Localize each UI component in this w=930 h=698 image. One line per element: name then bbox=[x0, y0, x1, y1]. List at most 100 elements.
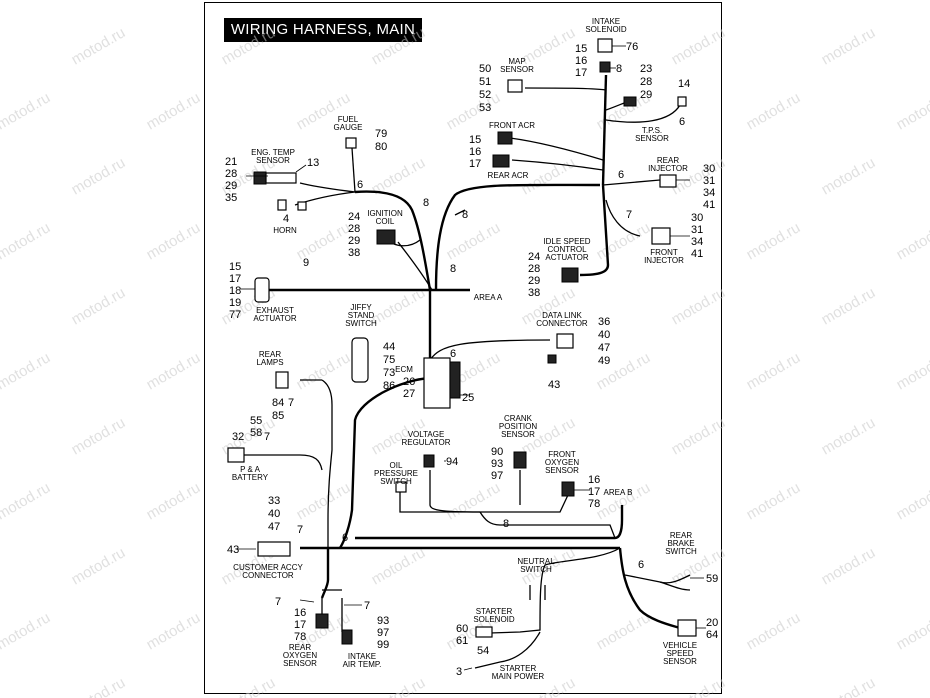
ignition-coil-connector bbox=[376, 229, 396, 245]
label-intake-air-2: AIR TEMP. bbox=[343, 660, 382, 669]
front-injector-connector bbox=[651, 227, 671, 245]
label-eng-temp-2: SENSOR bbox=[256, 156, 290, 165]
label-rear-acr: REAR ACR bbox=[488, 171, 529, 180]
callout-eng-28: 28 bbox=[225, 168, 237, 180]
callout-intake-8: 8 bbox=[616, 63, 622, 75]
callout-accy-47: 47 bbox=[268, 521, 280, 533]
label-tps-2: SENSOR bbox=[635, 134, 669, 143]
callout-ign-8b: 8 bbox=[462, 209, 468, 221]
callout-ecm-26: 26 bbox=[403, 376, 415, 388]
watermark-text: motod.ru bbox=[0, 609, 53, 653]
label-idle-2: CONTROL bbox=[547, 245, 587, 254]
watermark-text: motod.ru bbox=[144, 609, 204, 653]
tps-plug bbox=[677, 96, 687, 107]
callout-dlc-49: 49 bbox=[598, 355, 610, 367]
callout-intake-15: 15 bbox=[575, 43, 587, 55]
watermark-text: motod.ru bbox=[894, 609, 930, 653]
label-rear-oxy-2: OXYGEN bbox=[283, 651, 317, 660]
watermark-text: motod.ru bbox=[594, 479, 654, 523]
label-crank-3: SENSOR bbox=[501, 430, 535, 439]
label-intake-solenoid-2: SOLENOID bbox=[585, 25, 627, 34]
watermark-text: motod.ru bbox=[894, 479, 930, 523]
label-ignition-2: COIL bbox=[376, 217, 395, 226]
callout-tps-6: 6 bbox=[679, 116, 685, 128]
callout-crank-97: 97 bbox=[491, 470, 503, 482]
watermark-text: motod.ru bbox=[69, 414, 129, 458]
watermark-text: motod.ru bbox=[294, 479, 354, 523]
callout-pa-32: 32 bbox=[232, 431, 244, 443]
label-rear-brake-1: REAR bbox=[670, 531, 692, 540]
label-oil-3: SWITCH bbox=[380, 477, 412, 486]
label-starter-main-1: STARTER bbox=[500, 664, 537, 673]
watermark-text: motod.ru bbox=[369, 674, 429, 698]
callout-finj-7: 7 bbox=[626, 209, 632, 221]
callout-eng-35: 35 bbox=[225, 192, 237, 204]
callout-jiffy-73: 73 bbox=[383, 367, 395, 379]
watermark-text: motod.ru bbox=[819, 284, 879, 328]
watermark-text: motod.ru bbox=[519, 24, 579, 68]
watermark-text: motod.ru bbox=[69, 24, 129, 68]
watermark-text: motod.ru bbox=[744, 479, 804, 523]
label-pa-battery-1: P & A bbox=[240, 465, 261, 474]
label-crank-2: POSITION bbox=[499, 422, 537, 431]
label-neutral-1: NEUTRAL bbox=[517, 557, 555, 566]
watermark-text: motod.ru bbox=[819, 154, 879, 198]
label-vss-2: SPEED bbox=[666, 649, 693, 658]
components bbox=[227, 38, 697, 645]
callout-horn-4: 4 bbox=[283, 213, 289, 225]
callout-rinj-34: 34 bbox=[703, 187, 715, 199]
callout-tps-14: 14 bbox=[678, 78, 690, 90]
callout-ecm-6: 6 bbox=[450, 348, 456, 360]
label-starter-sol-2: SOLENOID bbox=[473, 615, 515, 624]
voltage-regulator-connector bbox=[423, 454, 435, 468]
oil-pressure-switch-shape bbox=[395, 481, 407, 493]
callout-ss-54: 54 bbox=[477, 645, 489, 657]
component-labels: INTAKE SOLENOID MAP SENSOR FUEL GAUGE EN… bbox=[232, 17, 697, 681]
rear-oxygen-connector bbox=[315, 613, 329, 629]
label-eng-temp-1: ENG. TEMP bbox=[251, 148, 295, 157]
watermark-text: motod.ru bbox=[744, 0, 804, 3]
customer-accy-connector bbox=[257, 541, 291, 557]
label-area-b: AREA B bbox=[604, 488, 633, 497]
callout-ign-29: 29 bbox=[348, 235, 360, 247]
pa-battery-connector bbox=[227, 447, 245, 463]
callout-fo2-16: 16 bbox=[588, 474, 600, 486]
callout-fo2-78: 78 bbox=[588, 498, 600, 510]
callout-exh-18: 18 bbox=[229, 285, 241, 297]
callout-acr-17: 17 bbox=[469, 158, 481, 170]
label-rear-lamps-1: REAR bbox=[259, 350, 281, 359]
callout-pa-55: 55 bbox=[250, 415, 262, 427]
watermark-text: motod.ru bbox=[0, 349, 53, 393]
watermark-text: motod.ru bbox=[894, 0, 930, 3]
watermark-text: motod.ru bbox=[894, 349, 930, 393]
callout-oil-8: 8 bbox=[503, 518, 509, 530]
eng-temp-sensor-shape bbox=[253, 171, 267, 185]
front-oxygen-connector bbox=[561, 481, 575, 497]
watermark-text: motod.ru bbox=[669, 414, 729, 458]
callout-area-a-8: 8 bbox=[450, 263, 456, 275]
callout-ign-24: 24 bbox=[348, 211, 360, 223]
callout-idle-38: 38 bbox=[528, 287, 540, 299]
jiffy-stand-switch-shape bbox=[351, 337, 369, 383]
label-neutral-2: SWITCH bbox=[520, 565, 552, 574]
watermark-text: motod.ru bbox=[444, 479, 504, 523]
idle-speed-connector bbox=[561, 267, 579, 283]
callout-lamps-85: 85 bbox=[272, 410, 284, 422]
intake-solenoid-shape bbox=[597, 38, 613, 53]
watermark-text: motod.ru bbox=[144, 349, 204, 393]
callout-fuel-79: 79 bbox=[375, 128, 387, 140]
label-intake-solenoid-1: INTAKE bbox=[592, 17, 620, 26]
label-idle-1: IDLE SPEED bbox=[543, 237, 590, 246]
rear-lamps-connector bbox=[275, 371, 289, 389]
watermark-text: motod.ru bbox=[819, 544, 879, 588]
callout-eng-21: 21 bbox=[225, 156, 237, 168]
callout-accy-40: 40 bbox=[268, 508, 280, 520]
callout-acr-15: 15 bbox=[469, 134, 481, 146]
label-starter-sol-1: STARTER bbox=[476, 607, 513, 616]
callout-ign-8a: 8 bbox=[423, 197, 429, 209]
callout-map-50: 50 bbox=[479, 63, 491, 75]
leader-lines bbox=[236, 45, 706, 671]
callout-dlc-40: 40 bbox=[598, 329, 610, 341]
label-vss-3: SENSOR bbox=[663, 657, 697, 666]
watermark-text: motod.ru bbox=[219, 24, 279, 68]
